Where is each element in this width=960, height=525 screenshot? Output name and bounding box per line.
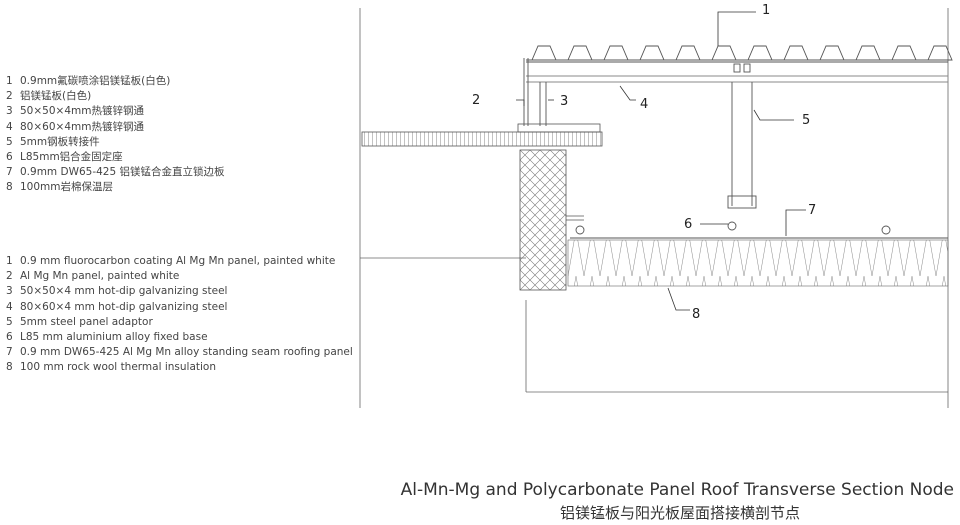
callout-5: 5: [802, 113, 810, 128]
legend-item: 3 50×50×4 mm hot-dip galvanizing steel: [6, 284, 353, 299]
legend-num: 3: [6, 105, 13, 118]
frame-lines: [359, 8, 949, 408]
legend-text: 0.9 mm fluorocarbon coating Al Mg Mn pan…: [20, 255, 336, 267]
legend-num: 4: [6, 300, 13, 313]
legend-text: 5mm steel panel adaptor: [20, 315, 153, 328]
legend-item: 5 5mm steel panel adaptor: [6, 315, 353, 330]
legend-text: 铝镁锰板(白色): [20, 90, 92, 103]
polycarbonate-sheet: [361, 123, 603, 147]
legend-item: 5 5mm钢板转接件: [6, 135, 225, 150]
legend-text: 0.9mm氟碳喷涂铝镁锰板(白色): [20, 75, 171, 87]
standing-seam-ribs: [570, 221, 948, 239]
legend-text: 0.9mm DW65-425 铝镁锰合金直立锁边板: [20, 166, 225, 179]
legend-text: L85 mm aluminium alloy fixed base: [20, 331, 208, 344]
legend-num: 5: [6, 315, 13, 328]
callout-8: 8: [692, 307, 700, 322]
insulation-layer: [567, 239, 949, 287]
leader-lines: [516, 11, 806, 311]
legend-text: 80×60×4mm热镀锌钢通: [20, 120, 144, 133]
legend-item: 8 100mm岩棉保温层: [6, 180, 225, 195]
legend-item: 2 Al Mg Mn panel, painted white: [6, 269, 353, 284]
legend-num: 2: [6, 90, 13, 103]
legend-item: 8 100 mm rock wool thermal insulation: [6, 360, 353, 375]
drawing-title-chinese: 铝镁锰板与阳光板屋面搭接横剖节点: [559, 504, 800, 522]
wall-section: [519, 149, 584, 291]
legend-item: 6 L85 mm aluminium alloy fixed base: [6, 330, 353, 345]
legend-num: 4: [6, 120, 13, 133]
legend-num: 8: [6, 181, 13, 194]
corrugated-roof-panel: [526, 45, 953, 83]
callout-7: 7: [808, 203, 816, 218]
drawing-title-english: Al-Mn-Mg and Polycarbonate Panel Roof Tr…: [400, 480, 954, 500]
legend-num: 3: [6, 285, 13, 298]
legend-text: 80×60×4 mm hot-dip galvanizing steel: [20, 300, 228, 313]
legend-item: 1 0.9 mm fluorocarbon coating Al Mg Mn pa…: [6, 254, 353, 269]
legend-num: 1: [6, 75, 13, 87]
legend-text: 50×50×4mm热镀锌钢通: [20, 105, 144, 118]
legend-text: L85mm铝合金固定座: [20, 151, 123, 164]
legend-num: 8: [6, 361, 13, 374]
callout-2: 2: [472, 93, 480, 108]
legend-text: 5mm钢板转接件: [20, 135, 100, 148]
legend-item: 7 0.9mm DW65-425 铝镁锰合金直立锁边板: [6, 165, 225, 180]
legend-text: 0.9 mm DW65-425 Al Mg Mn alloy standing …: [20, 346, 353, 359]
legend-item: 4 80×60×4 mm hot-dip galvanizing steel: [6, 300, 353, 315]
legend-text: 100mm岩棉保温层: [20, 181, 113, 194]
callout-3: 3: [560, 94, 568, 109]
legend-num: 6: [6, 331, 13, 344]
legend-text: 50×50×4 mm hot-dip galvanizing steel: [20, 285, 228, 298]
legend-chinese: 1 0.9mm氟碳喷涂铝镁锰板(白色) 2 铝镁锰板(白色) 3 50×50×4mm热…: [6, 74, 225, 196]
legend-text: Al Mg Mn panel, painted white: [20, 270, 180, 283]
legend-num: 7: [6, 346, 13, 359]
legend-item: 2 铝镁锰板(白色): [6, 89, 225, 104]
legend-num: 2: [6, 270, 13, 283]
callout-4: 4: [640, 97, 648, 112]
legend-num: 7: [6, 166, 13, 179]
callout-6: 6: [684, 217, 692, 232]
steel-tubes: [523, 58, 757, 209]
legend-num: 1: [6, 255, 13, 267]
legend-num: 5: [6, 135, 13, 148]
legend-item: 1 0.9mm氟碳喷涂铝镁锰板(白色): [6, 74, 225, 89]
legend-english: 1 0.9 mm fluorocarbon coating Al Mg Mn pa…: [6, 254, 353, 376]
legend-text: 100 mm rock wool thermal insulation: [20, 361, 217, 374]
legend-item: 3 50×50×4mm热镀锌钢通: [6, 104, 225, 119]
legend-item: 6 L85mm铝合金固定座: [6, 150, 225, 165]
legend-item: 7 0.9 mm DW65-425 Al Mg Mn alloy standing…: [6, 345, 353, 360]
callout-1: 1: [762, 3, 770, 18]
legend-item: 4 80×60×4mm热镀锌钢通: [6, 120, 225, 135]
legend-num: 6: [6, 151, 13, 164]
